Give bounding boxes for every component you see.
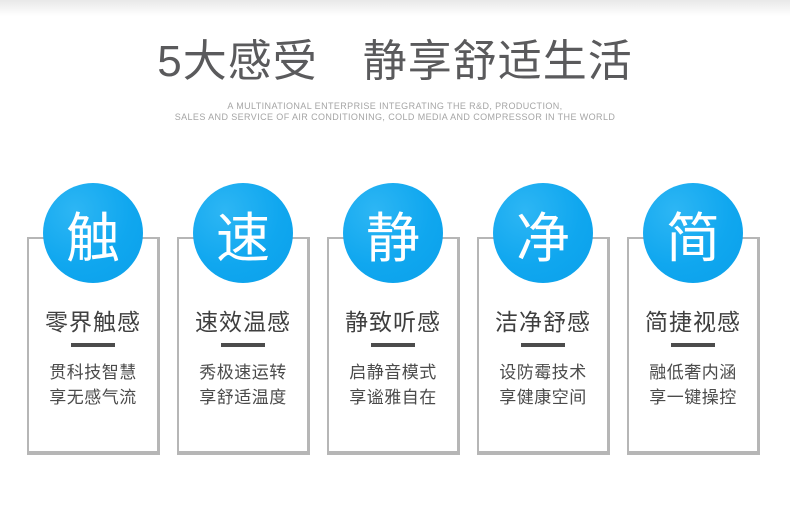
heading-divider (221, 343, 265, 347)
feature-card-touch: 触 零界触感 贯科技智慧 享无感气流 (27, 183, 160, 455)
heading-divider (521, 343, 565, 347)
desc-line-1: 贯科技智慧 (49, 363, 137, 382)
badge-character: 速 (216, 208, 270, 269)
desc-line-2: 享健康空间 (499, 388, 587, 407)
card-heading: 静致听感 (345, 309, 441, 335)
feature-badge-circle: 静 (343, 183, 443, 283)
feature-badge-circle: 触 (43, 183, 143, 283)
feature-card-simple: 简 简捷视感 融低奢内涵 享一键操控 (627, 183, 760, 455)
heading-divider (371, 343, 415, 347)
badge-character: 触 (66, 208, 120, 269)
desc-line-2: 享无感气流 (49, 388, 137, 407)
feature-badge-circle: 速 (193, 183, 293, 283)
card-description: 贯科技智慧 享无感气流 (29, 360, 157, 410)
card-heading: 速效温感 (195, 309, 291, 335)
card-heading: 洁净舒感 (495, 309, 591, 335)
desc-line-2: 享舒适温度 (199, 388, 287, 407)
card-description: 秀极速运转 享舒适温度 (179, 360, 307, 410)
desc-line-2: 享谧雅自在 (349, 388, 437, 407)
heading-divider (71, 343, 115, 347)
desc-line-1: 融低奢内涵 (649, 363, 737, 382)
feature-card-clean: 净 洁净舒感 设防霉技术 享健康空间 (477, 183, 610, 455)
feature-card-speed: 速 速效温感 秀极速运转 享舒适温度 (177, 183, 310, 455)
top-edge-shadow (0, 0, 790, 16)
desc-line-1: 启静音模式 (349, 363, 437, 382)
desc-line-1: 设防霉技术 (499, 363, 587, 382)
desc-line-1: 秀极速运转 (199, 363, 287, 382)
badge-character: 静 (366, 208, 420, 269)
feature-badge-circle: 简 (643, 183, 743, 283)
badge-character: 净 (516, 208, 570, 269)
page-title: 5大感受 静享舒适生活 (157, 37, 633, 86)
heading-divider (671, 343, 715, 347)
badge-character: 简 (666, 208, 720, 269)
subtitle-line-2: SALES AND SERVICE OF AIR CONDITIONING, C… (174, 112, 616, 122)
feature-cards: 触 零界触感 贯科技智慧 享无感气流 速 速效温感 秀极速运转 享舒适温度 静 (27, 183, 760, 455)
desc-line-2: 享一键操控 (649, 388, 737, 407)
card-heading: 零界触感 (45, 309, 141, 335)
card-description: 设防霉技术 享健康空间 (479, 360, 607, 410)
card-description: 融低奢内涵 享一键操控 (629, 360, 757, 410)
subtitle-line-1: A MULTINATIONAL ENTERPRISE INTEGRATING T… (227, 101, 563, 111)
card-description: 启静音模式 享谧雅自在 (329, 360, 457, 410)
feature-card-quiet: 静 静致听感 启静音模式 享谧雅自在 (327, 183, 460, 455)
page-subtitle: A MULTINATIONAL ENTERPRISE INTEGRATING T… (0, 101, 790, 123)
card-heading: 简捷视感 (645, 309, 741, 335)
feature-badge-circle: 净 (493, 183, 593, 283)
